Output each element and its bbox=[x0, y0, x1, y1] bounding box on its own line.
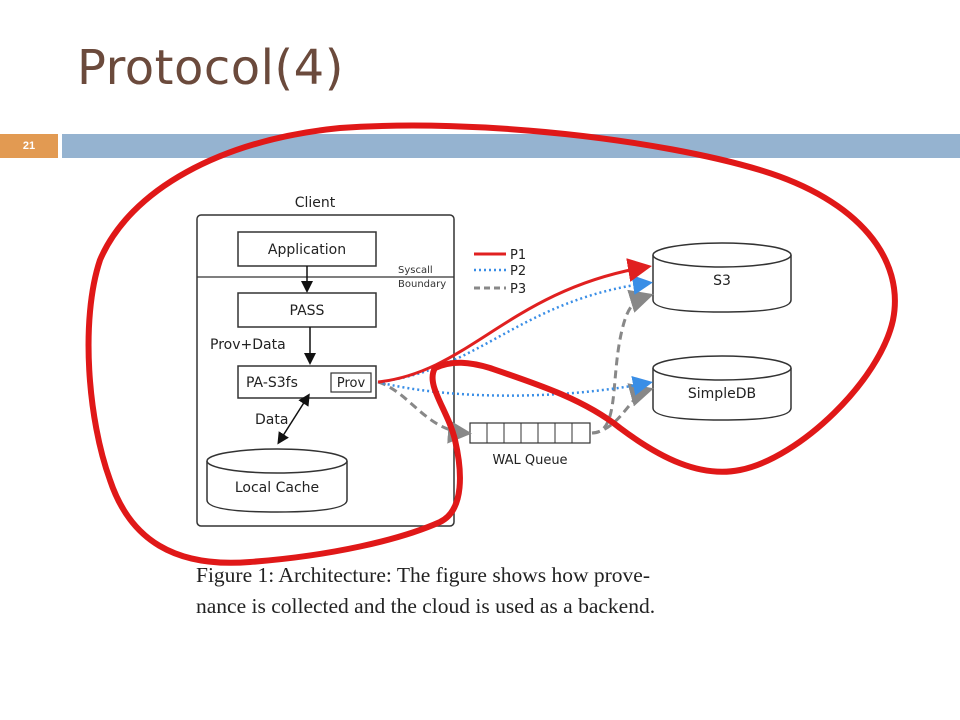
syscall-label: Syscall bbox=[398, 265, 433, 276]
s3-cylinder bbox=[652, 242, 792, 313]
slide-number-badge: 21 bbox=[0, 134, 58, 158]
pass-box bbox=[237, 292, 377, 328]
boundary-label: Boundary bbox=[398, 279, 446, 290]
caption-line-2: nance is collected and the cloud is used… bbox=[196, 594, 656, 618]
local-cache-cylinder bbox=[206, 448, 348, 513]
caption-line-1: Figure 1: Architecture: The figure shows… bbox=[196, 563, 650, 587]
prov-label: Prov bbox=[337, 376, 366, 391]
p2-path-to-simpledb bbox=[377, 376, 653, 397]
pa-s3fs-label: PA-S3fs bbox=[246, 375, 298, 391]
wal-queue bbox=[469, 422, 591, 444]
title-divider-bar bbox=[62, 134, 960, 158]
legend: P1 P2 P3 bbox=[474, 248, 526, 297]
local-cache-label: Local Cache bbox=[235, 480, 319, 496]
client-label: Client bbox=[295, 195, 336, 211]
data-arrow bbox=[277, 393, 310, 445]
application-label: Application bbox=[268, 242, 346, 258]
application-box bbox=[237, 231, 377, 267]
prov-data-label: Prov+Data bbox=[210, 337, 286, 353]
slide-title: Protocol(4) bbox=[77, 40, 344, 96]
prov-box bbox=[330, 372, 372, 393]
simpledb-label: SimpleDB bbox=[688, 386, 756, 402]
annotation-freehand-loop bbox=[85, 122, 898, 566]
wal-queue-label: WAL Queue bbox=[492, 453, 567, 468]
s3-label: S3 bbox=[713, 273, 731, 289]
legend-p3-label: P3 bbox=[510, 282, 526, 297]
p1-path-to-s3 bbox=[377, 258, 652, 384]
legend-p1-label: P1 bbox=[510, 248, 526, 263]
legend-p2-label: P2 bbox=[510, 264, 526, 279]
p3-path-to-s3 bbox=[591, 289, 654, 435]
pass-label: PASS bbox=[290, 303, 325, 319]
client-frame bbox=[196, 214, 455, 527]
p2-path-to-s3 bbox=[377, 275, 653, 384]
simpledb-cylinder bbox=[652, 355, 792, 421]
figure-caption: Figure 1: Architecture: The figure shows… bbox=[196, 560, 816, 622]
data-label: Data bbox=[255, 412, 288, 428]
